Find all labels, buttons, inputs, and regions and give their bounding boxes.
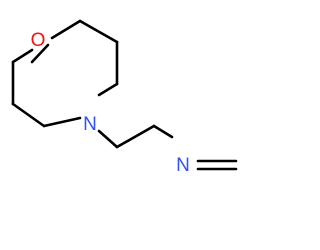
imine-nitrogen-atom-label: N — [176, 155, 190, 176]
bond-n-ch2 — [97, 129, 119, 149]
bond-n-c-left — [42, 116, 82, 128]
bond-ch2-ch2 — [115, 124, 156, 149]
ring-nitrogen-atom-label: N — [83, 114, 97, 135]
morpholine-ethyl-imine-structure: O N N — [11, 19, 238, 176]
bond-c-o-left — [11, 48, 34, 64]
oxygen-atom-label: O — [31, 30, 46, 51]
bond-o-c-right — [50, 19, 82, 40]
bond-c-c-top-right — [78, 19, 119, 44]
bond-o-c-left — [30, 43, 50, 64]
bond-c-n-right — [97, 82, 119, 97]
bond-ch2-n-imine — [152, 124, 174, 139]
bond-c-c-left — [11, 102, 46, 128]
